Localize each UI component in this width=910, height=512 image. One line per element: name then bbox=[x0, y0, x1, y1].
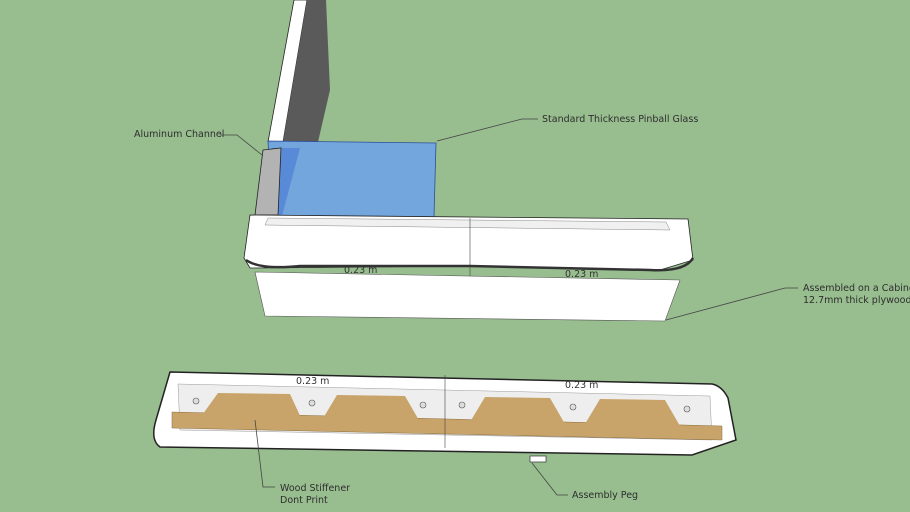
dimension-label: 0.23 m bbox=[344, 265, 377, 276]
leader-line bbox=[220, 134, 263, 156]
upper-assembly: 0.23 m 0.23 m bbox=[243, 0, 695, 322]
dimension-label: 0.23 m bbox=[296, 376, 329, 387]
leader-line bbox=[436, 118, 538, 142]
mounting-hole bbox=[458, 401, 466, 409]
leader-line bbox=[254, 419, 275, 488]
label-cabinet-line1: Assembled on a Cabinet bbox=[803, 283, 910, 294]
label-assembly-peg: Assembly Peg bbox=[572, 490, 638, 501]
lower-part: 0.23 m 0.23 m bbox=[153, 371, 737, 463]
wood-stiffener-segment bbox=[322, 395, 420, 422]
assembly-peg bbox=[529, 455, 547, 463]
mounting-hole bbox=[308, 399, 316, 407]
dimension-label: 0.23 m bbox=[565, 380, 598, 391]
leader-line bbox=[531, 462, 568, 496]
mounting-hole bbox=[192, 397, 200, 405]
cabinet-body bbox=[254, 271, 681, 322]
annotations: Aluminum Channel Standard Thickness Pinb… bbox=[134, 114, 910, 506]
label-aluminum-channel: Aluminum Channel bbox=[134, 129, 224, 140]
wood-stiffener-segment bbox=[200, 393, 302, 420]
label-cabinet-line2: 12.7mm thick plywood bbox=[803, 295, 910, 306]
aluminum-channel bbox=[254, 147, 282, 216]
mounting-hole bbox=[683, 405, 691, 413]
dimension-label: 0.23 m bbox=[565, 269, 598, 280]
mounting-hole bbox=[419, 401, 427, 409]
leader-line bbox=[665, 287, 798, 321]
label-pinball-glass: Standard Thickness Pinball Glass bbox=[542, 114, 698, 125]
wood-stiffener-segment bbox=[470, 397, 565, 424]
side-panel-shadow bbox=[283, 0, 330, 142]
wood-stiffener-segment bbox=[585, 399, 680, 426]
base-trim-edge bbox=[245, 257, 695, 272]
mounting-hole bbox=[569, 403, 577, 411]
label-wood-stiffener-line1: Wood Stiffener bbox=[280, 483, 350, 494]
label-wood-stiffener-line2: Dont Print bbox=[280, 495, 328, 506]
base-inner-lip bbox=[264, 217, 671, 231]
